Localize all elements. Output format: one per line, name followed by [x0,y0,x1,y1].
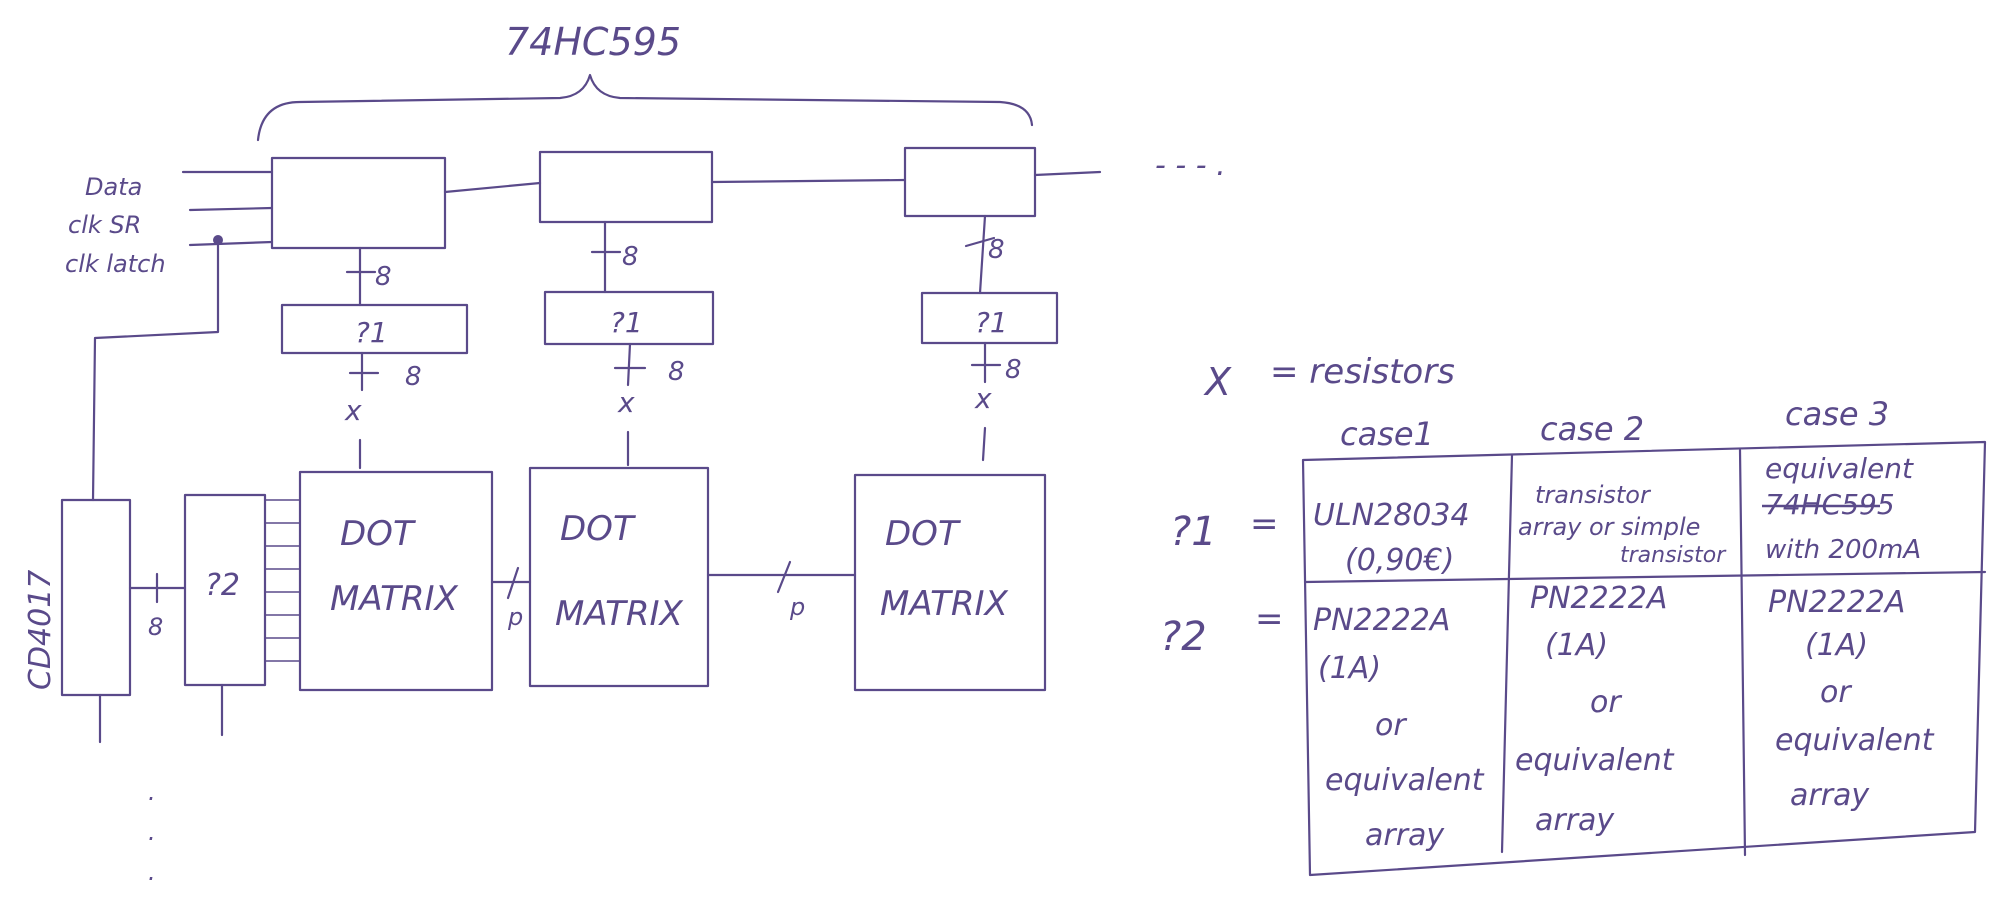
clk-latch-wire [188,240,274,247]
chain-wire-2-3 [710,178,907,184]
driver-1-label-column-3: ?1 [975,306,1008,339]
driver-1-label-column-2: ?1 [610,306,643,339]
cell-r1-c3-line3: with 200mA [1765,535,1921,565]
cell-r1-c3-line1: equivalent [1765,452,1914,485]
wire-resistor-matrix-col3 [981,426,987,462]
cell-r2-c1-line4: equivalent [1325,763,1485,798]
bus-width-label-driver1-col3: 8 [1005,355,1022,385]
driver-2-legend-symbol: ?2 [1160,614,1207,660]
cell-r2-c1-line3: or [1375,708,1407,743]
dot-matrix-3-line1: DOT [885,514,961,554]
shift-register-2 [538,150,714,224]
cell-r2-c1-line1: PN2222A [1313,603,1450,638]
vertical-continuation-dots-3: . [148,858,156,886]
clk-latch-input-label: clk latch [65,250,166,278]
chain-wire-3-out [1033,170,1102,177]
table-row-divider [1303,570,1987,584]
cell-r1-c3-line2: 74HC595 [1765,488,1895,521]
cell-r2-c3-line1: PN2222A [1768,585,1905,620]
driver-1-column-1 [280,303,469,355]
driver-1-legend-symbol: ?1 [1170,509,1217,555]
shift-register-brace [256,73,1034,142]
resistor-legend-text: = resistors [1270,352,1455,392]
driver-1-label-column-1: ?1 [355,316,388,349]
dot-matrix-2-line2: MATRIX [555,594,684,634]
row-lines [264,499,301,662]
cell-r2-c2-line5: array [1535,803,1615,838]
table-col-divider-2 [1738,448,1747,857]
bus-width-label-sr1: 8 [375,262,392,292]
counter-label: CD4017 [23,570,58,690]
clk-latch-to-counter-wire [91,238,220,502]
counter-cd4017 [60,498,132,697]
dot-matrix-3-line2: MATRIX [880,584,1009,624]
table-col-divider-1 [1500,453,1514,854]
bus-width-label-sr2: 8 [622,242,639,272]
vertical-continuation-dots: . [148,778,156,806]
cell-r2-c1-line2: (1A) [1318,651,1381,686]
bus-tick-sr3 [964,236,996,248]
cases-table [1301,440,1987,877]
counter-bus-width: 8 [148,613,163,641]
bus-width-label-sr3: 8 [988,235,1005,265]
shift-register-title: 74HC595 [505,20,681,64]
dot-matrix-1-line2: MATRIX [330,579,459,619]
bus-width-label-driver1-col1: 8 [405,362,422,392]
dot-matrix-2 [528,466,710,688]
table-header-case3: case 3 [1785,395,1889,433]
cell-r1-c2-line3: transistor [1620,543,1727,568]
cell-r2-c3-line3: or [1820,675,1852,710]
chain-wire-1-2 [443,181,542,194]
shift-register-1 [270,156,447,250]
cell-r2-c1-line5: array [1365,818,1445,853]
table-outline [1301,440,1987,877]
driver-2-legend-equals: = [1255,599,1284,639]
resistor-legend-symbol: X [1203,360,1232,404]
driver-2 [183,493,267,687]
driver-1-column-3 [920,291,1059,345]
resistor-symbol-col3: x [974,382,992,415]
cell-r2-c3-line5: array [1790,778,1870,813]
matrix-bus-label-2-3: p [789,593,805,621]
data-input-label: Data [85,173,142,201]
driver-2-label: ?2 [205,568,240,603]
resistor-symbol-col2: x [617,386,635,419]
driver-1-legend-equals: = [1250,504,1279,544]
cell-r2-c2-line1: PN2222A [1530,581,1667,616]
vertical-continuation-dots-2: . [148,818,156,846]
clk-sr-wire [188,206,274,212]
continuation-dots: - - - . [1155,148,1226,183]
cell-r1-c2-line1: transistor [1535,481,1652,509]
clk-sr-input-label: clk SR [68,211,141,239]
cell-r1-c1-line2: (0,90€) [1345,543,1454,578]
cell-r1-c1-line1: ULN28034 [1313,498,1470,533]
bus-driver1-resistor-col2 [626,342,632,387]
matrix-bus-label-1-2: p [507,603,523,631]
matrix-bus-tick-1-2 [506,566,520,600]
cell-r2-c2-line3: or [1590,685,1622,720]
dot-matrix-1-line1: DOT [340,514,416,554]
cell-r2-c2-line2: (1A) [1545,628,1608,663]
table-header-case1: case1 [1340,415,1434,453]
shift-register-3 [903,146,1037,218]
bus-width-label-driver1-col2: 8 [668,357,685,387]
bus-sr3-driver1 [978,214,987,295]
dot-matrix-2-line1: DOT [560,509,636,549]
table-header-case2: case 2 [1540,410,1644,448]
resistor-symbol-col1: x [344,394,362,427]
dot-matrix-3 [853,473,1047,692]
cell-r1-c2-line2: array or simple [1518,513,1700,541]
cell-r2-c2-line4: equivalent [1515,743,1675,778]
cell-r2-c3-line2: (1A) [1805,628,1868,663]
matrix-bus-tick-2-3 [776,560,792,594]
cell-r2-c3-line4: equivalent [1775,723,1935,758]
